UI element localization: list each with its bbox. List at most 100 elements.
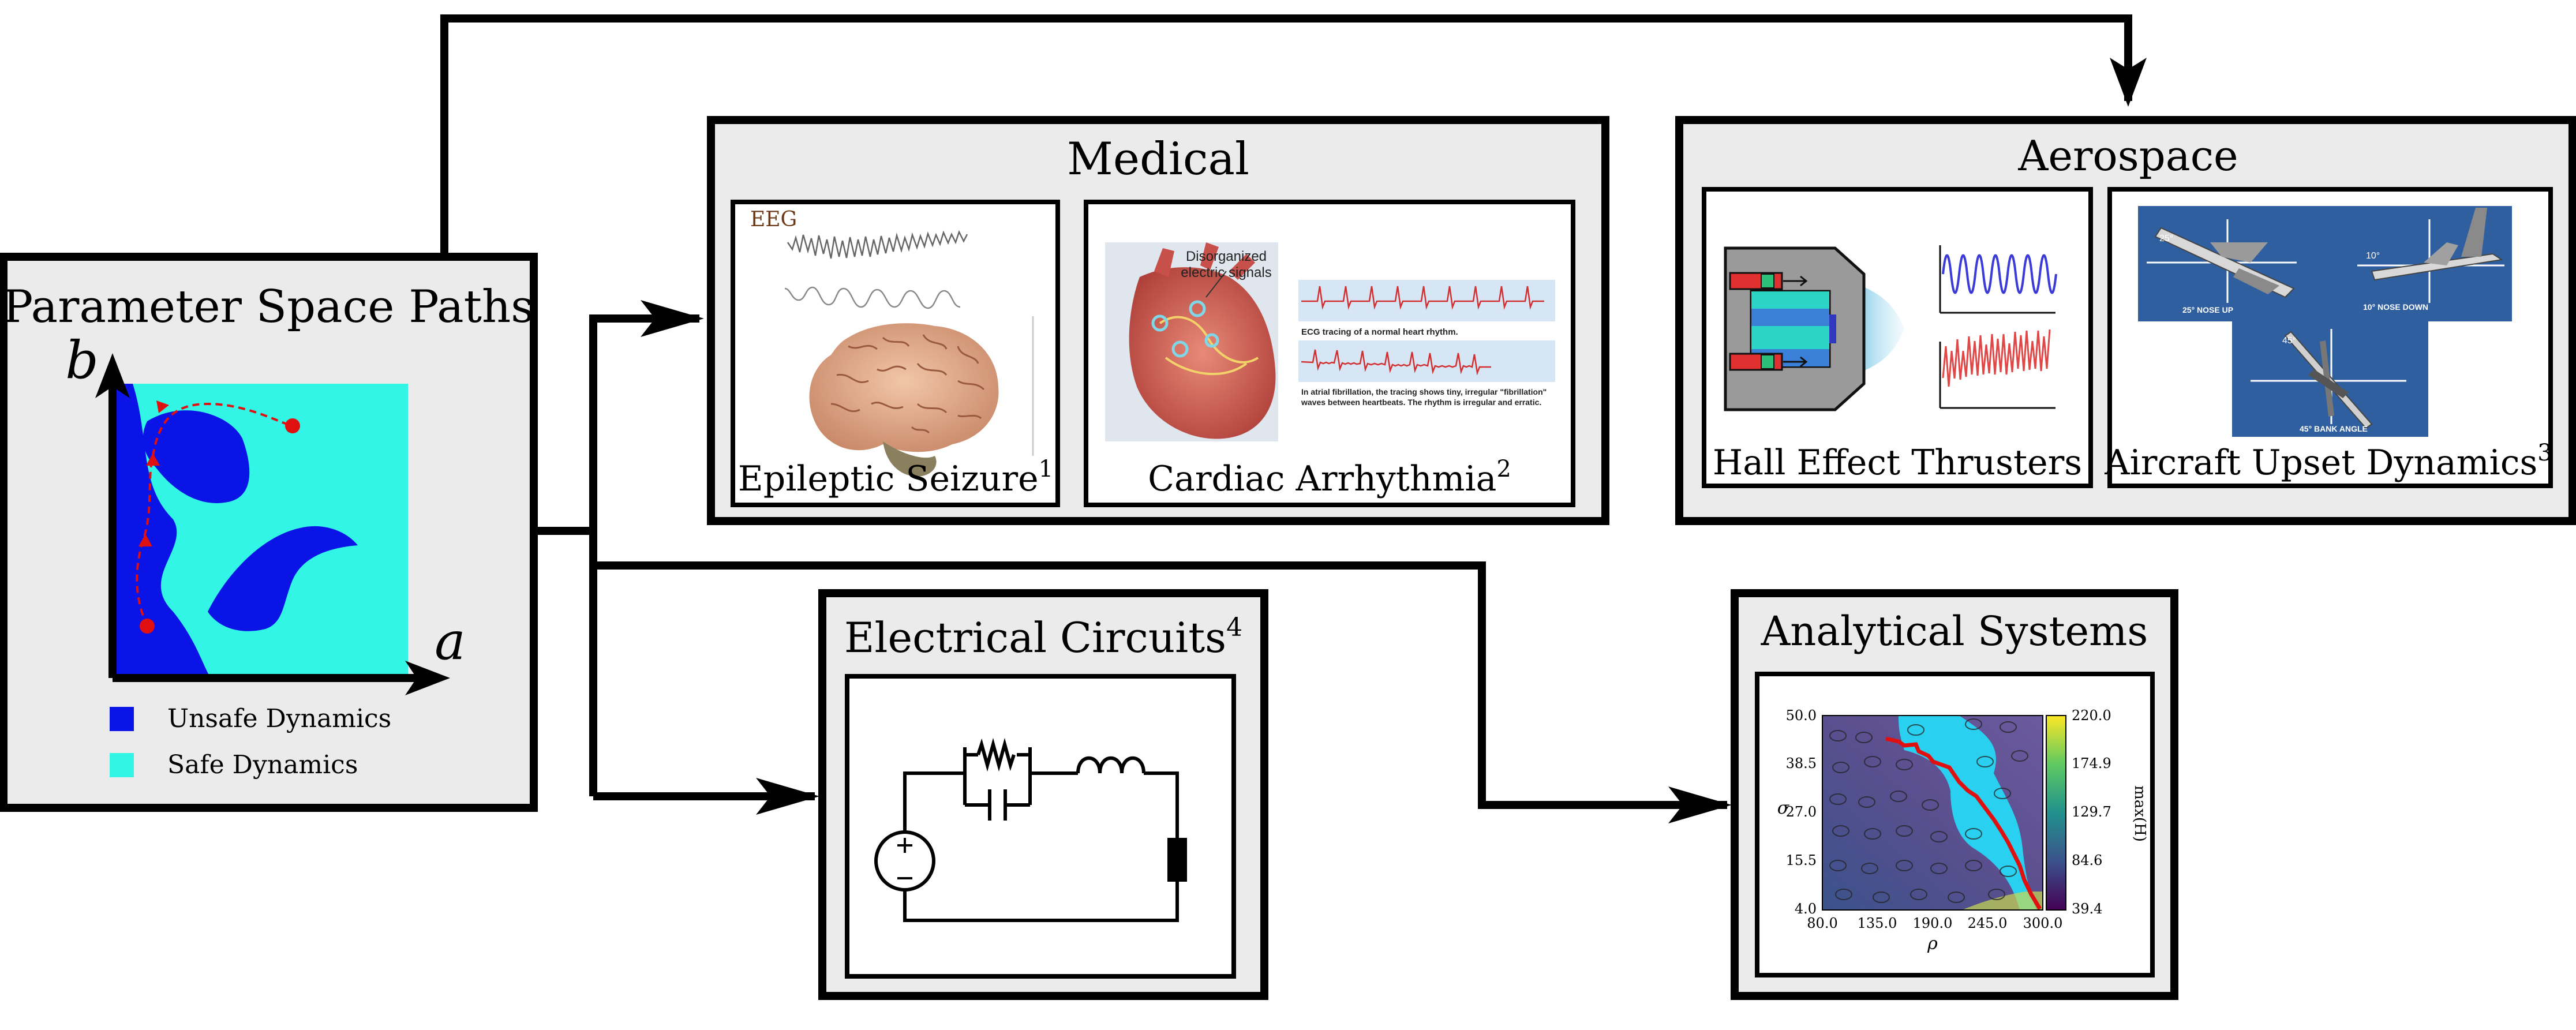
heatmap-x-ticks: 80.0 135.0 190.0 245.0 300.0 (1807, 915, 2062, 931)
colorbar: 220.0 174.9 129.7 84.6 39.4 max(H) (2046, 707, 2148, 917)
unsafe-region-right (208, 526, 358, 631)
cardiac-ref: 2 (1496, 456, 1511, 482)
nose-down-angle: 10° (2366, 251, 2380, 261)
load-element (1167, 838, 1187, 882)
cardiac-caption-text: Cardiac Arrhythmia (1148, 459, 1496, 499)
connectors (440, 14, 2132, 809)
thruster-image (1724, 246, 1904, 411)
circuits-title-text: Electrical Circuits (844, 613, 1226, 662)
eeg-label: EEG (750, 208, 797, 231)
inductor (1076, 756, 1145, 774)
path-end-point (285, 418, 300, 433)
heatmap-orbits (1829, 718, 2028, 903)
eeg-trace-seizure (787, 230, 968, 259)
circuits-panel: Electrical Circuits4 (818, 589, 1268, 1000)
ecg-note-normal: ECG tracing of a normal heart rhythm. (1301, 327, 1458, 337)
x-tick-3: 190.0 (1913, 915, 1953, 931)
aircraft-nose-up: 25° 25° NOSE UP (2147, 219, 2297, 314)
wire-left-bottom (903, 880, 1179, 922)
arrowhead-medical (641, 300, 704, 337)
analytical-panel: Analytical Systems 50.0 38.5 27.0 15.5 (1731, 589, 2178, 1000)
y-tick-2: 38.5 (1786, 755, 1817, 771)
eeg-trace-normal (784, 286, 961, 309)
heatmap-y-ticks: 50.0 38.5 27.0 15.5 4.0 (1786, 707, 1817, 917)
connector-to-medical (589, 314, 700, 796)
bank-angle-label: 45° BANK ANGLE (2300, 424, 2368, 433)
medical-title: Medical (1067, 133, 1249, 185)
aerospace-panel: Aerospace (1675, 116, 2576, 525)
legend-label-safe: Safe Dynamics (167, 750, 358, 780)
circuits-title-ref: 4 (1226, 613, 1242, 642)
capacitor (988, 789, 1007, 821)
heatmap-red-path (1885, 736, 2042, 910)
seizure-subpanel: EEG Epileptic Seizure1 (731, 200, 1060, 507)
aircraft-subpanel: 25° 25° NOSE UP 10° 10° NOSE DOWN (2104, 187, 2553, 488)
seizure-caption-text: Epileptic Seizure (738, 459, 1039, 499)
path-arrow-1 (138, 534, 152, 546)
heart-image: Disorganized electric signals (1105, 242, 1278, 441)
colorbar-label: max(H) (2131, 785, 2148, 842)
aircraft-caption: Aircraft Upset Dynamics3 (2104, 440, 2552, 483)
cb-tick-4: 84.6 (2072, 852, 2102, 868)
colorbar-gradient (2046, 715, 2066, 911)
heart-callout-line2: electric signals (1181, 265, 1271, 280)
aircraft-ref: 3 (2537, 440, 2552, 466)
parameter-space-panel: Parameter Space Paths b a Unsafe Dynamic… (0, 253, 538, 812)
ecg-note-afib-1: In atrial fibrillation, the tracing show… (1301, 387, 1547, 396)
path-start-point (140, 619, 155, 634)
heatmap-safe-region (1899, 716, 2037, 910)
oscillation-red (1942, 329, 2051, 387)
legend-label-unsafe: Unsafe Dynamics (167, 704, 391, 733)
heatmap-plot: 50.0 38.5 27.0 15.5 4.0 σ 80.0 135.0 190… (1777, 707, 2148, 954)
aircraft-caption-text: Aircraft Upset Dynamics (2104, 443, 2537, 483)
y-tick-4: 15.5 (1786, 852, 1817, 868)
heatmap-frame (1822, 715, 2043, 911)
legend-swatch-unsafe (110, 707, 134, 731)
x-tick-4: 245.0 (1968, 915, 2008, 931)
circuit-schematic (874, 737, 1187, 922)
seizure-caption: Epileptic Seizure1 (738, 456, 1053, 499)
resistor (976, 737, 1016, 772)
arrowhead-aerospace (2110, 58, 2147, 107)
aircraft-bank-angle: 45° 45° BANK ANGLE (2251, 329, 2406, 433)
ecg-afib-trace (1301, 349, 1491, 376)
cardiac-subpanel: Disorganized electric signals ECG tracin… (1084, 200, 1575, 507)
cb-tick-5: 39.4 (2072, 901, 2102, 917)
param-panel-title: Parameter Space Paths (3, 281, 534, 333)
thruster-caption: Hall Effect Thrusters (1713, 443, 2082, 483)
connector-to-aerospace (440, 14, 2132, 257)
cardiac-caption: Cardiac Arrhythmia2 (1148, 456, 1511, 499)
oscillation-blue (1942, 254, 2057, 294)
y-tick-5: 4.0 (1795, 901, 1817, 917)
cb-tick-1: 220.0 (2072, 707, 2111, 724)
seizure-ref: 1 (1039, 456, 1053, 482)
x-axis-label: ρ (1927, 934, 1938, 954)
x-tick-1: 80.0 (1807, 915, 1837, 931)
unsafe-region-left (113, 384, 211, 678)
wire-left-top (903, 771, 965, 832)
brain-image (809, 323, 999, 477)
cb-tick-3: 129.7 (2072, 804, 2111, 820)
arrowhead-circuits (756, 778, 819, 815)
y-axis-label: σ (1777, 798, 1790, 818)
legend-swatch-safe (110, 753, 134, 777)
aircraft-image: 25° 25° NOSE UP 10° 10° NOSE DOWN (2138, 206, 2512, 437)
voltage-source-plus (897, 838, 912, 853)
y-tick-1: 50.0 (1786, 707, 1817, 724)
axis-b-label: b (65, 330, 99, 391)
colorbar-ticks: 220.0 174.9 129.7 84.6 39.4 (2072, 707, 2111, 917)
axis-a-label: a (435, 611, 466, 672)
path-arrow-2 (146, 453, 160, 466)
unsafe-region-top (143, 410, 250, 503)
ecg-normal-trace (1301, 286, 1544, 310)
arrowheads (641, 58, 2147, 823)
nose-up-angle: 25° (2159, 234, 2173, 244)
wire-right (1144, 771, 1179, 840)
axis-b-arrowhead (95, 353, 130, 398)
x-tick-5: 300.0 (2023, 915, 2063, 931)
axis-a-arrowhead (405, 661, 450, 695)
aircraft-nose-down: 10° 10° NOSE DOWN (2357, 208, 2504, 312)
parameter-space-plot: b a (65, 330, 466, 695)
medical-panel: Medical EEG Epileptic Seizure1 (707, 116, 1609, 525)
